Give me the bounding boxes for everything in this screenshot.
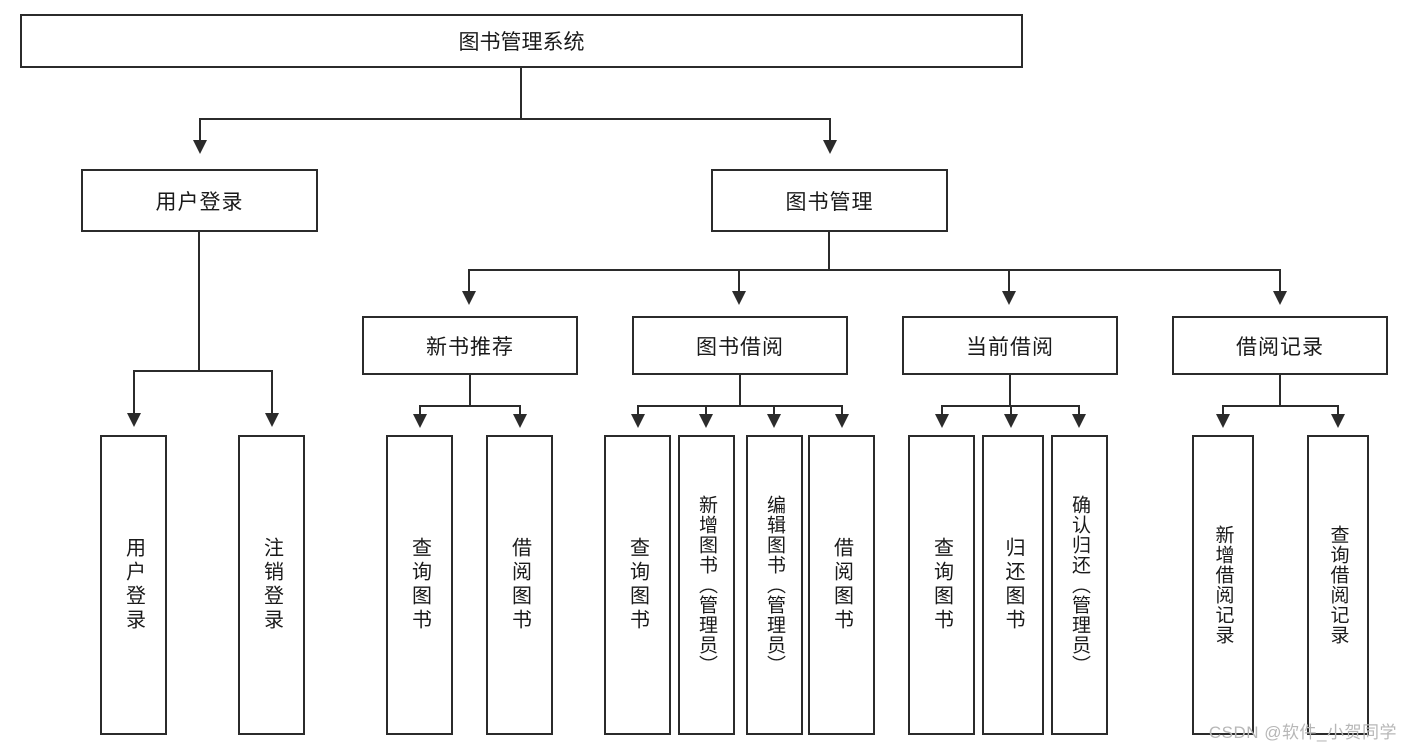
connector-root-to-book-management: [829, 118, 831, 142]
arrowhead-leaf-add-record: [1216, 414, 1230, 428]
arrowhead-leaf-confirm-return: [1072, 414, 1086, 428]
node-label: 确认归还（管理员）: [1069, 495, 1090, 675]
arrowhead-leaf-query-book-3: [935, 414, 949, 428]
connector-nbr-bus: [419, 405, 521, 407]
node-leaf-query-record[interactable]: 查询借阅记录: [1307, 435, 1369, 735]
arrowhead-leaf-user-logout: [265, 413, 279, 427]
connector-bb-bus: [637, 405, 842, 407]
connector-root-stem: [520, 68, 522, 119]
node-book-management[interactable]: 图书管理: [711, 169, 948, 232]
connector-bb-drop-3: [773, 405, 775, 417]
node-leaf-add-record[interactable]: 新增借阅记录: [1192, 435, 1254, 735]
node-label: 编辑图书（管理员）: [764, 495, 785, 675]
node-label: 图书管理: [785, 190, 874, 214]
node-root-book-management-system[interactable]: 图书管理系统: [20, 14, 1023, 68]
connector-bb-drop-1: [637, 405, 639, 417]
connector-br-drop-1: [1222, 405, 1224, 417]
node-leaf-query-book-3[interactable]: 查询图书: [908, 435, 975, 735]
arrowhead-leaf-query-book-1: [413, 414, 427, 428]
node-user-login[interactable]: 用户登录: [81, 169, 318, 232]
node-label: 查询借阅记录: [1327, 525, 1349, 645]
connector-br-drop-2: [1337, 405, 1339, 417]
connector-cb-stem: [1009, 375, 1011, 407]
node-label: 查询图书: [930, 537, 953, 633]
node-label: 借阅记录: [1236, 335, 1324, 359]
node-borrow-record[interactable]: 借阅记录: [1172, 316, 1388, 375]
connector-user-login-drop-1: [133, 370, 135, 415]
node-label: 用户登录: [155, 190, 244, 214]
arrowhead-to-user-login: [193, 140, 207, 154]
connector-bm-drop-borrow-record: [1279, 269, 1281, 293]
node-label: 当前借阅: [966, 335, 1054, 359]
arrowhead-leaf-return-book: [1004, 414, 1018, 428]
node-leaf-add-book[interactable]: 新增图书（管理员）: [678, 435, 735, 735]
node-book-borrow[interactable]: 图书借阅: [632, 316, 848, 375]
arrowhead-leaf-borrow-book-1: [513, 414, 527, 428]
node-label: 新增图书（管理员）: [696, 495, 717, 675]
arrowhead-leaf-user-login: [127, 413, 141, 427]
connector-br-bus: [1222, 405, 1339, 407]
node-label: 新书推荐: [426, 335, 514, 359]
connector-bm-drop-book-borrow: [738, 269, 740, 293]
node-leaf-borrow-book-1[interactable]: 借阅图书: [486, 435, 553, 735]
connector-nbr-drop-2: [519, 405, 521, 417]
arrowhead-new-book-recommend: [462, 291, 476, 305]
arrowhead-borrow-record: [1273, 291, 1287, 305]
node-leaf-confirm-return[interactable]: 确认归还（管理员）: [1051, 435, 1108, 735]
connector-cb-drop-1: [941, 405, 943, 417]
arrowhead-to-book-management: [823, 140, 837, 154]
node-leaf-return-book[interactable]: 归还图书: [982, 435, 1044, 735]
connector-nbr-stem: [469, 375, 471, 407]
connector-user-login-drop-2: [271, 370, 273, 415]
node-leaf-user-logout[interactable]: 注销登录: [238, 435, 305, 735]
connector-root-bus: [199, 118, 831, 120]
connector-bb-drop-2: [705, 405, 707, 417]
connector-book-management-stem: [828, 232, 830, 270]
node-label: 借阅图书: [830, 537, 853, 633]
connector-user-login-stem: [198, 232, 200, 372]
node-leaf-query-book-2[interactable]: 查询图书: [604, 435, 671, 735]
node-label: 查询图书: [626, 537, 649, 633]
node-label: 新增借阅记录: [1212, 525, 1234, 645]
node-label: 借阅图书: [508, 537, 531, 633]
connector-cb-drop-3: [1078, 405, 1080, 417]
arrowhead-book-borrow: [732, 291, 746, 305]
connector-bb-drop-4: [841, 405, 843, 417]
arrowhead-leaf-add-book: [699, 414, 713, 428]
node-label: 归还图书: [1002, 537, 1024, 633]
arrowhead-current-borrow: [1002, 291, 1016, 305]
connector-br-stem: [1279, 375, 1281, 407]
connector-bm-drop-current-borrow: [1008, 269, 1010, 293]
connector-cb-drop-2: [1010, 405, 1012, 417]
connector-bb-stem: [739, 375, 741, 407]
connector-book-management-bus: [468, 269, 1281, 271]
node-label: 查询图书: [408, 537, 431, 633]
node-leaf-query-book-1[interactable]: 查询图书: [386, 435, 453, 735]
connector-root-to-user-login: [199, 118, 201, 142]
node-label: 用户登录: [122, 537, 145, 633]
arrowhead-leaf-query-book-2: [631, 414, 645, 428]
arrowhead-leaf-query-record: [1331, 414, 1345, 428]
node-leaf-borrow-book-2[interactable]: 借阅图书: [808, 435, 875, 735]
node-label: 注销登录: [260, 537, 283, 633]
node-current-borrow[interactable]: 当前借阅: [902, 316, 1118, 375]
connector-bm-drop-new-book-recommend: [468, 269, 470, 293]
arrowhead-leaf-edit-book: [767, 414, 781, 428]
node-leaf-edit-book[interactable]: 编辑图书（管理员）: [746, 435, 803, 735]
node-label: 图书借阅: [696, 335, 784, 359]
node-leaf-user-login[interactable]: 用户登录: [100, 435, 167, 735]
node-label: 图书管理系统: [458, 31, 585, 54]
arrowhead-leaf-borrow-book-2: [835, 414, 849, 428]
connector-nbr-drop-1: [419, 405, 421, 417]
connector-user-login-bus: [133, 370, 273, 372]
node-new-book-recommend[interactable]: 新书推荐: [362, 316, 578, 375]
